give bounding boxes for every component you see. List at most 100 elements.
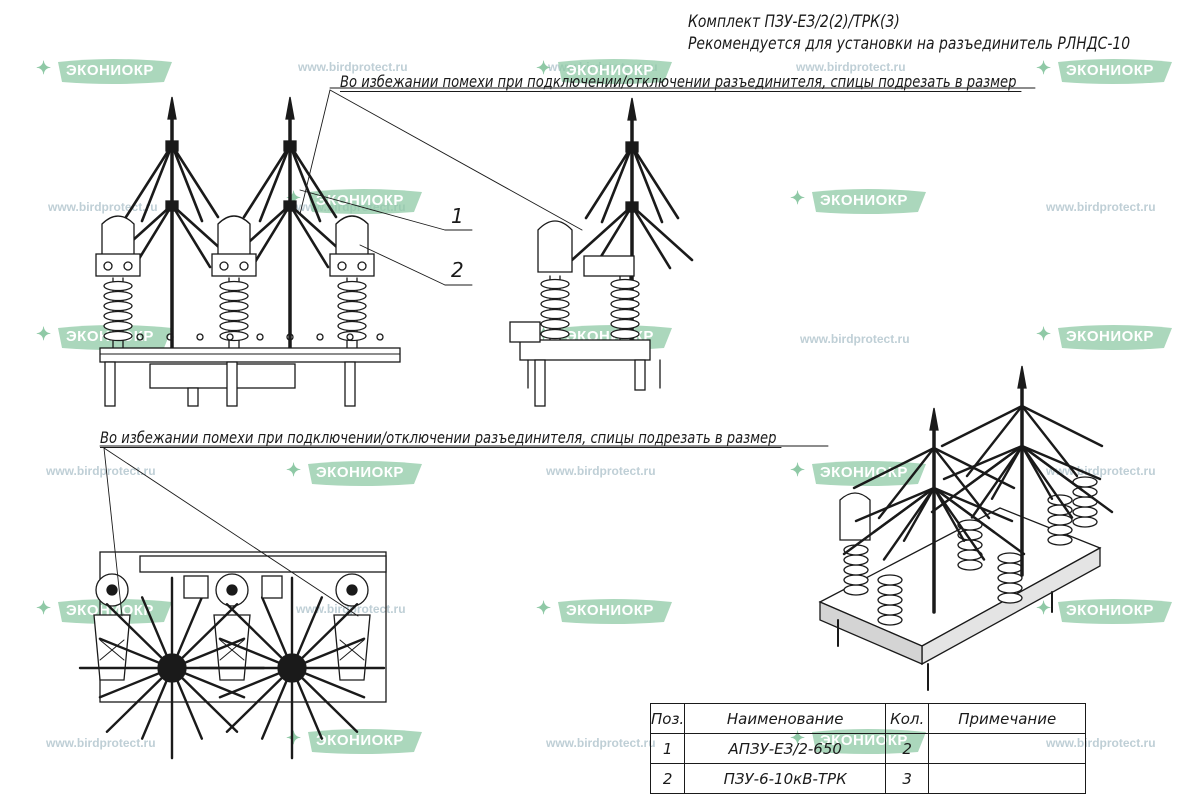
spike-rod xyxy=(842,486,936,556)
watermark-logo-text: ЭКОНИОКР xyxy=(566,62,654,79)
isometric-view xyxy=(818,365,1114,691)
spike-rod xyxy=(170,666,239,733)
watermark-logo: ✦ ЭКОНИОКР xyxy=(1032,322,1177,352)
spike-rod xyxy=(630,204,694,262)
spike-rod xyxy=(170,603,239,670)
watermark-url: www.birdprotect.ru xyxy=(546,736,656,750)
contact-bracket xyxy=(95,253,141,277)
spike-rod xyxy=(288,203,330,269)
watermark-logo: ✦ЭКОНИОКР xyxy=(282,458,427,488)
insulator-shed xyxy=(219,290,249,302)
watermark-url: www.birdprotect.ru xyxy=(546,464,656,478)
insulator-shed xyxy=(957,519,983,531)
insulator-shed xyxy=(843,564,869,576)
insulator-shed xyxy=(610,308,640,320)
insulator-shed xyxy=(540,278,570,290)
insulator-shed xyxy=(1047,524,1073,536)
spike-rod xyxy=(288,143,338,219)
leader-lines xyxy=(99,87,1036,617)
kit-title: Комплект ПЗУ-ЕЗ/2(2)/ТРК(3) xyxy=(688,12,900,32)
table-row: 2 ПЗУ-6-10кВ-ТРК 3 xyxy=(649,763,1087,794)
insulator-shed xyxy=(877,604,903,616)
leader-line xyxy=(359,244,446,286)
insulator-shed xyxy=(337,280,367,292)
spike-rod xyxy=(258,143,292,223)
bird-icon: ✦ xyxy=(536,58,552,78)
insulator-shed xyxy=(540,288,570,300)
spike-rod xyxy=(288,143,322,223)
spike-hub xyxy=(625,201,639,213)
insulator-shed xyxy=(843,584,869,596)
insulator-shed xyxy=(997,582,1023,594)
spike-rod xyxy=(105,603,174,670)
note-top: Во избежании помехи при подключении/откл… xyxy=(340,72,1022,92)
spike-rod xyxy=(124,143,174,219)
top-rail xyxy=(139,555,387,573)
insulator-shed xyxy=(540,318,570,330)
watermark-url: www.birdprotect.ru xyxy=(46,464,156,478)
bolt-head xyxy=(166,333,174,341)
insulator-shed xyxy=(877,574,903,586)
bolt-head xyxy=(103,261,113,271)
insulator-shed xyxy=(219,310,249,322)
insulator-shed xyxy=(103,290,133,302)
bolt-head xyxy=(316,333,324,341)
watermark-url: www.birdprotect.ru xyxy=(796,60,906,74)
cover-shell xyxy=(335,215,369,257)
insulator-shed xyxy=(610,298,640,310)
insulator-shed xyxy=(957,559,983,571)
bird-icon: ✦ xyxy=(1036,58,1052,78)
row-qty: 3 xyxy=(885,763,930,794)
watermark-logo-text: ЭКОНИОКР xyxy=(1066,328,1154,345)
specification-table: Поз. Наименование Кол. Примечание 1 АПЗУ… xyxy=(649,703,1087,794)
bolt-head xyxy=(256,333,264,341)
bolt-head xyxy=(136,333,144,341)
spike-rod xyxy=(600,144,634,224)
bird-icon: ✦ xyxy=(1036,324,1052,344)
leader-line xyxy=(103,447,359,617)
row-name: АПЗУ-ЕЗ/2-650 xyxy=(684,733,887,764)
row-pos: 2 xyxy=(649,763,686,794)
support-leg xyxy=(187,387,199,407)
spike-rod xyxy=(170,143,204,223)
watermark-logo: ✦ ЭКОНИОКР xyxy=(532,56,677,86)
note-bottom: Во избежании помехи при подключении/откл… xyxy=(100,428,782,448)
insulator-shed xyxy=(877,594,903,606)
bird-icon: ✦ xyxy=(790,460,806,480)
insulator-shed xyxy=(610,318,640,330)
bolt-head xyxy=(226,333,234,341)
bolt-head xyxy=(357,261,367,271)
insulator-shed xyxy=(610,328,640,340)
side-view xyxy=(509,97,694,407)
table-header-row: Поз. Наименование Кол. Примечание xyxy=(649,703,1087,734)
watermark-logo-text: ЭКОНИОКР xyxy=(66,602,154,619)
watermark-logo: ✦ЭКОНИОКР xyxy=(282,186,427,216)
spike-hub xyxy=(625,141,639,153)
row-qty: 2 xyxy=(885,733,930,764)
insulator-shed xyxy=(337,300,367,312)
spike-rod xyxy=(932,486,1014,523)
bolt-head xyxy=(219,261,229,271)
bird-icon: ✦ xyxy=(790,188,806,208)
spike-hub xyxy=(283,200,297,212)
bird-icon: ✦ xyxy=(286,460,302,480)
spike-rod xyxy=(140,143,174,223)
row-name: ПЗУ-6-10кВ-ТРК xyxy=(684,763,887,794)
callout-2: 2 xyxy=(451,258,464,282)
spike-hub xyxy=(165,200,179,212)
bird-icon: ✦ xyxy=(1036,598,1052,618)
watermark-url: www.birdprotect.ru xyxy=(1046,200,1156,214)
spike-rod xyxy=(1020,444,1114,514)
insulator-shed xyxy=(219,280,249,292)
insulator-shed xyxy=(103,280,133,292)
spike-rod xyxy=(970,444,1024,519)
watermark-url: www.birdprotect.ru xyxy=(46,736,156,750)
spike-rod xyxy=(290,666,359,733)
drive-channel xyxy=(149,363,296,389)
base-frame xyxy=(519,339,651,361)
spike-rod xyxy=(250,203,292,269)
row-pos: 1 xyxy=(649,733,686,764)
spike-hub xyxy=(157,653,187,683)
